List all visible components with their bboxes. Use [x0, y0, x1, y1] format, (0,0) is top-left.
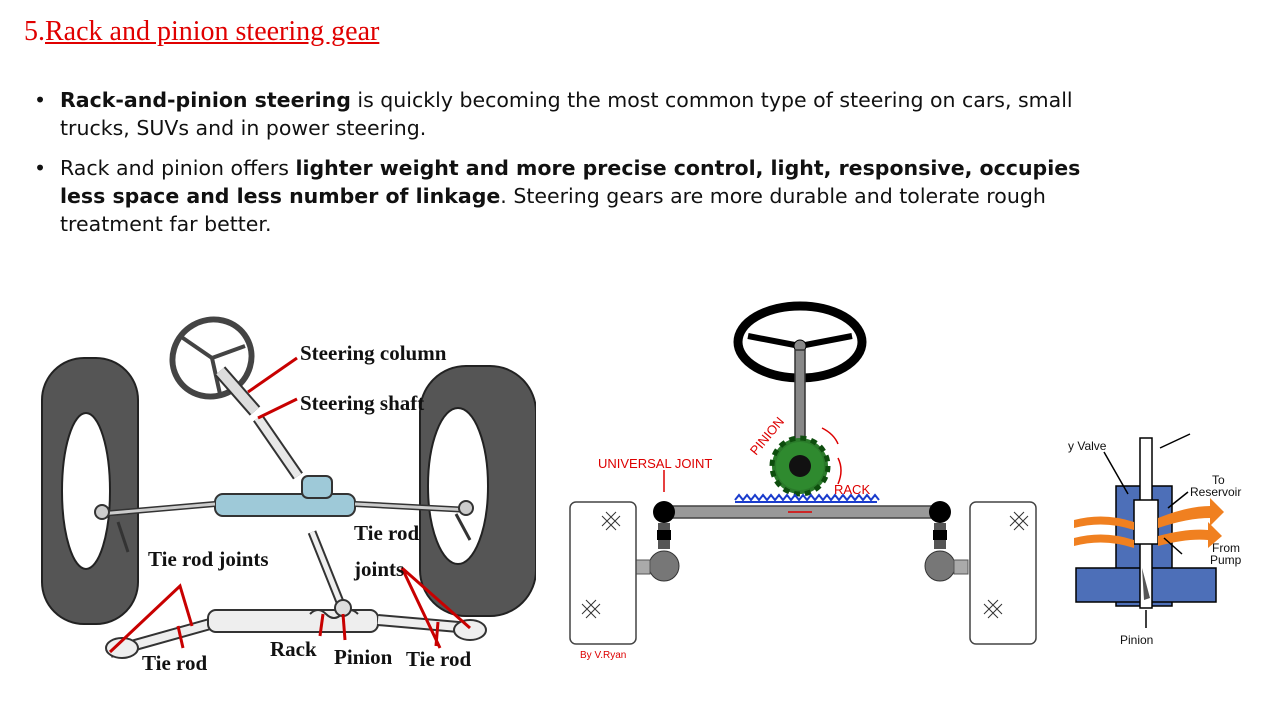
valve-svg: y Valve To Reservoir From Pump Pinion — [1068, 433, 1242, 647]
label-steering-shaft: Steering shaft — [300, 391, 424, 415]
valve-label-reservoir: Reservoir — [1190, 485, 1241, 499]
valve-labels: y Valve To Reservoir From Pump Pinion — [1068, 439, 1242, 647]
bullet-1-text: is quickly becoming the most common type… — [60, 88, 1073, 140]
bullet-2-pre: Rack and pinion offers — [60, 156, 296, 180]
schematic-label-rack: RACK — [834, 482, 870, 497]
valve-label-pinion: Pinion — [1120, 633, 1153, 647]
bullet-dot-icon: • — [34, 88, 47, 112]
steering-system-svg: Steering column Steering shaft Tie rod j… — [41, 316, 536, 675]
schematic-label-universal-joint: UNIVERSAL JOINT — [598, 456, 712, 471]
label-pinion: Pinion — [334, 645, 393, 669]
schematic-credit: By V.Ryan — [580, 650, 626, 661]
schematic-wheels — [569, 501, 1037, 645]
label-tie-rod-right: Tie rod — [406, 647, 471, 671]
bullet-2-bold: lighter weight and more precise control,… — [60, 156, 1081, 208]
universal-joints — [635, 470, 969, 582]
bullet-dot-icon: • — [34, 156, 47, 180]
label-tie-rod-joints-right-2: joints — [353, 557, 404, 581]
valve-label-to: To — [1212, 473, 1225, 487]
steering-system-illustration: Steering column Steering shaft Tie rod j… — [40, 296, 536, 686]
steering-column — [214, 366, 303, 480]
leader-lines — [108, 356, 471, 654]
valve-label-from: From — [1212, 541, 1240, 555]
title-text: Rack and pinion steering gear — [45, 16, 380, 47]
label-tie-rod-joints-left: Tie rod joints — [148, 547, 269, 571]
lower-rack-assembly — [105, 530, 487, 659]
illustration-labels: Steering column Steering shaft Tie rod j… — [142, 341, 471, 675]
title-number: 5. — [24, 16, 45, 47]
bullet-1-bold: Rack-and-pinion steering — [60, 88, 351, 112]
label-tie-rod-joints-right-1: Tie rod — [354, 521, 419, 545]
valve-body — [1075, 437, 1217, 609]
label-steering-column: Steering column — [300, 341, 447, 365]
valve-leader-lines — [1103, 433, 1191, 628]
label-rack: Rack — [270, 637, 317, 661]
valve-label-valve: y Valve — [1068, 439, 1107, 453]
upper-rack-housing — [94, 475, 474, 553]
right-wheel — [419, 365, 536, 617]
label-tie-rod-left: Tie rod — [142, 651, 207, 675]
bullet-2-text: . Steering gears are more durable and to… — [60, 184, 1046, 236]
bullet-list: • Rack-and-pinion steering is quickly be… — [34, 86, 1124, 250]
pinion-gear — [769, 427, 842, 497]
bullet-item-2: • Rack and pinion offers lighter weight … — [34, 154, 1124, 238]
fluid-arrows — [1074, 498, 1224, 548]
slide-title: 5.Rack and pinion steering gear — [24, 16, 379, 48]
left-wheel — [41, 357, 139, 625]
schematic-svg: PINION UNIVERSAL JOINT RACK By V.Ryan — [569, 301, 1037, 661]
rack-pinion-schematic: PINION UNIVERSAL JOINT RACK By V.Ryan — [560, 290, 1050, 670]
rack-teeth — [734, 493, 880, 503]
power-steering-valve-diagram: y Valve To Reservoir From Pump Pinion — [1064, 428, 1274, 650]
bullet-item-1: • Rack-and-pinion steering is quickly be… — [34, 86, 1124, 142]
valve-label-pump: Pump — [1210, 553, 1242, 567]
